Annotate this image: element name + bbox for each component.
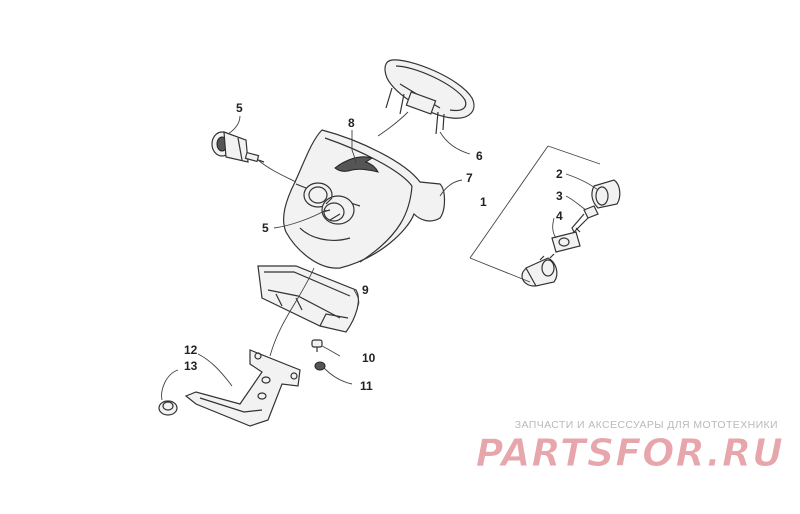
callout-8: 8 <box>348 116 355 130</box>
leader-pod-route <box>269 267 315 357</box>
part-bezel-9 <box>257 265 359 333</box>
callout-3: 3 <box>556 189 563 203</box>
part-washer-4 <box>551 231 581 253</box>
leader-4 <box>552 217 557 239</box>
leader-10 <box>321 345 341 357</box>
leader-11 <box>323 367 353 385</box>
part-bracket-12 <box>184 349 301 427</box>
callout-10: 10 <box>362 351 376 365</box>
leader-5-upper <box>227 115 241 135</box>
callout-4: 4 <box>556 209 563 223</box>
callout-5-lower: 5 <box>262 221 269 235</box>
callout-2: 2 <box>556 167 563 181</box>
part-gauge-6 <box>384 59 475 135</box>
watermark-tagline: ЗАПЧАСТИ И АКСЕССУАРЫ ДЛЯ МОТОТЕХНИКИ <box>515 419 778 431</box>
leader-9 <box>353 289 360 307</box>
leader-2 <box>565 173 599 191</box>
callout-12: 12 <box>184 343 198 357</box>
leader-8 <box>351 130 357 165</box>
leader-3 <box>565 195 587 211</box>
leader-upper-route <box>257 159 297 183</box>
callout-13: 13 <box>184 359 198 373</box>
callout-1: 1 <box>480 195 487 209</box>
part-socket-5 <box>211 131 265 163</box>
callout-7: 7 <box>466 171 473 185</box>
leader-6 <box>439 131 471 155</box>
part-housing-7 <box>283 129 446 269</box>
part-plug-13 <box>158 400 178 416</box>
leader-gauge-route <box>377 111 409 137</box>
callout-5-upper: 5 <box>236 101 243 115</box>
callout-6: 6 <box>476 149 483 163</box>
leader-12 <box>197 353 233 387</box>
callout-11: 11 <box>360 379 373 393</box>
group-bracket-1 <box>469 145 601 283</box>
part-ignition-2 <box>591 179 621 209</box>
leader-13 <box>161 369 179 401</box>
watermark-brand: PARTSFOR.RU <box>476 431 784 475</box>
part-screw-11 <box>314 361 326 371</box>
callout-9: 9 <box>362 283 369 297</box>
part-grommet-10 <box>311 339 323 352</box>
part-key-3 <box>571 205 599 234</box>
leader-7 <box>439 179 463 197</box>
leader-5-lower <box>273 209 327 229</box>
